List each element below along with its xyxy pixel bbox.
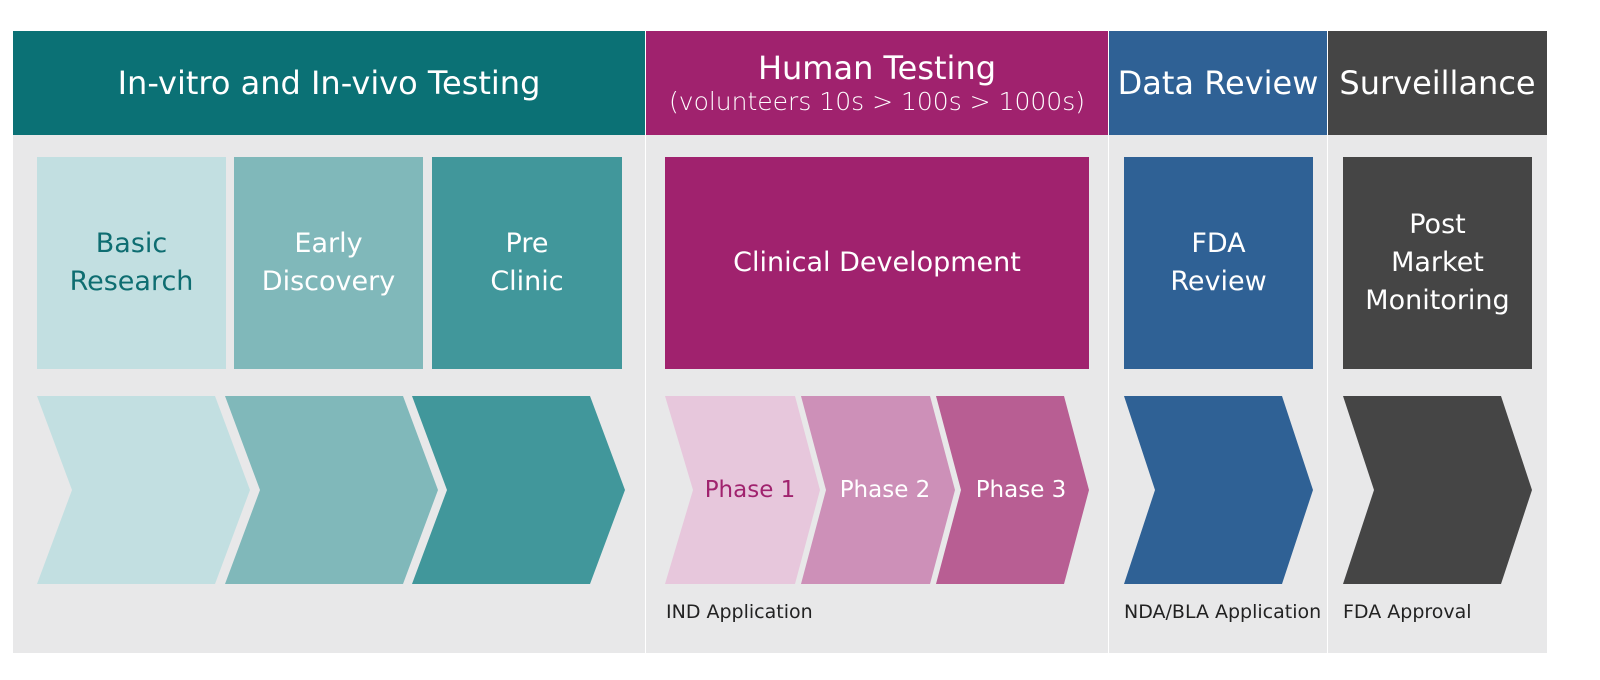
post-market-monitoring-box: Post Market Monitoring xyxy=(1343,157,1532,369)
fda-review-box: FDA Review xyxy=(1124,157,1313,369)
early-discovery-box: Early Discovery xyxy=(234,157,423,369)
clinical-development-box: Clinical Development xyxy=(665,157,1089,369)
chevron-arrow-icon-phase-2 xyxy=(801,396,955,584)
stage-surveillance-title: Surveillance xyxy=(1339,64,1536,102)
stage-invitro-title: In-vitro and In-vivo Testing xyxy=(117,64,541,102)
stage-invitro-header: In-vitro and In-vivo Testing xyxy=(13,31,645,135)
chevron-arrow-icon-early xyxy=(225,396,438,584)
stage-surveillance-header: Surveillance xyxy=(1328,31,1547,135)
stage-human-header: Human Testing (volunteers 10s > 100s > 1… xyxy=(646,31,1108,135)
chevron-arrow-icon-basic xyxy=(37,396,250,584)
phase-2-label: Phase 2 xyxy=(839,477,931,503)
chevron-arrow-icon-pre xyxy=(412,396,625,584)
stage-review-title: Data Review xyxy=(1117,64,1319,102)
basic-research-box: Basic Research xyxy=(37,157,226,369)
chevron-arrow-icon-phase-3 xyxy=(936,396,1089,584)
chevron-arrow-icon-fda xyxy=(1124,396,1313,584)
pre-clinic-box: Pre Clinic xyxy=(432,157,622,369)
stage-human-title: Human Testing xyxy=(757,49,997,87)
ind-application-label: IND Application xyxy=(666,601,813,623)
phase-1-label: Phase 1 xyxy=(704,477,796,503)
chevron-arrow-icon-post xyxy=(1343,396,1532,584)
stage-human-subtitle: (volunteers 10s > 100s > 1000s) xyxy=(669,87,1085,116)
phase-3-label: Phase 3 xyxy=(975,477,1067,503)
nda-bla-application-label: NDA/BLA Application xyxy=(1124,601,1322,623)
chevron-arrow-icon-phase-1 xyxy=(665,396,820,584)
fda-approval-label: FDA Approval xyxy=(1343,601,1472,623)
stage-review-header: Data Review xyxy=(1109,31,1327,135)
